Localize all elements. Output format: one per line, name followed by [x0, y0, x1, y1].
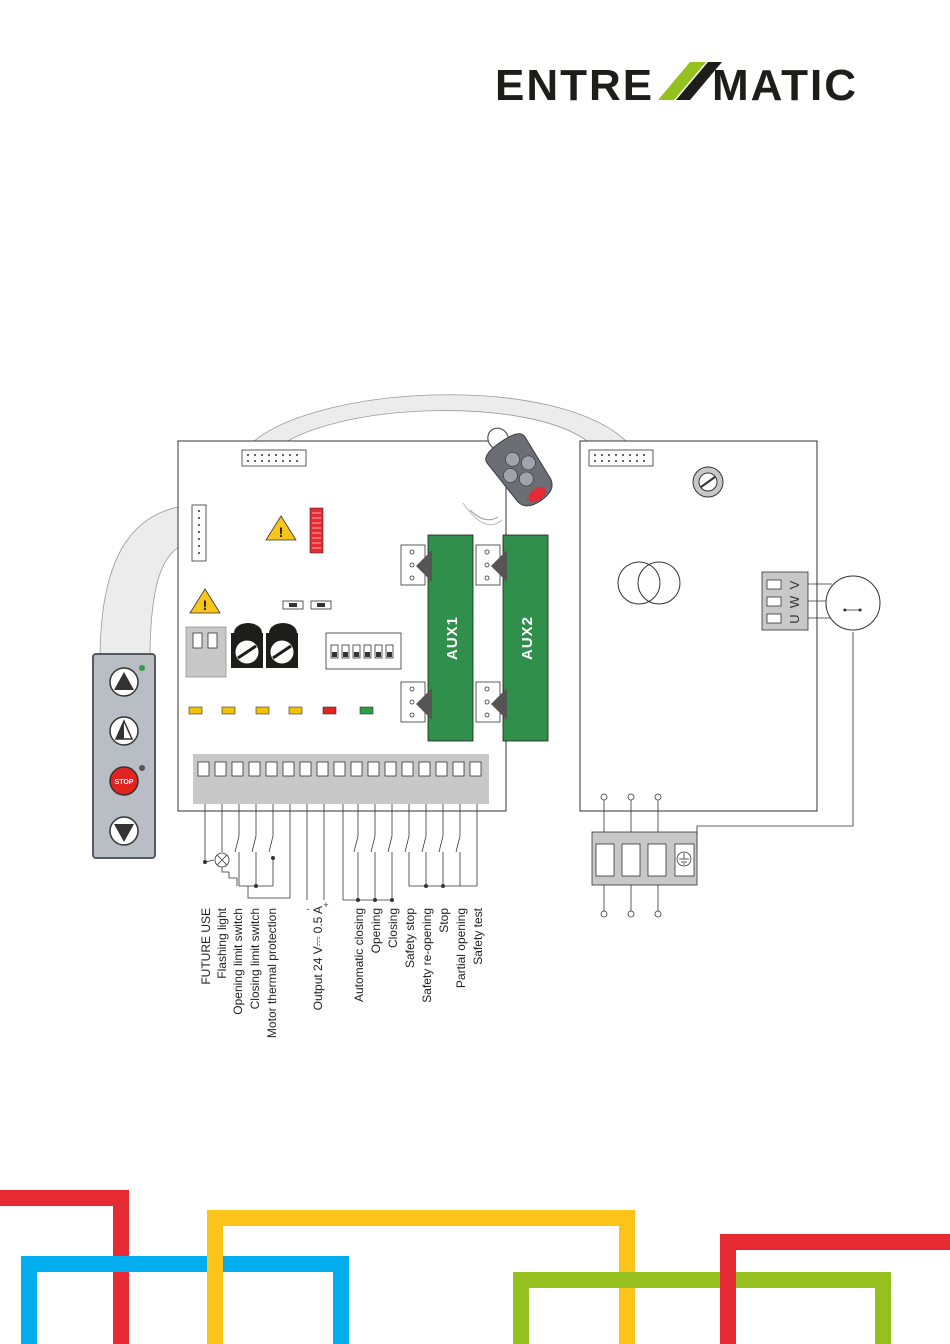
terminal-screw: [317, 762, 328, 776]
keypad-panel: STOP: [93, 654, 155, 858]
terminal-label: Safety re-opening: [420, 908, 434, 1003]
svg-text:!: !: [203, 597, 208, 613]
terminal-v-label: V: [787, 580, 802, 589]
dip-switch: [326, 633, 401, 669]
mains-terminal-block: [592, 794, 697, 917]
terminal-screw: [232, 762, 243, 776]
logo-text-left: ENTRE: [495, 61, 654, 110]
terminal-screw: [351, 762, 362, 776]
terminal-screw: [300, 762, 311, 776]
motor-icon: [826, 576, 880, 630]
terminal-label: Output 24 V⎓ 0.5 A: [311, 906, 325, 1010]
terminal-label: Safety stop: [403, 908, 417, 968]
terminal-screw: [368, 762, 379, 776]
terminal-label: Automatic closing: [352, 908, 366, 1002]
terminal-label: Partial opening: [454, 908, 468, 988]
brand-decoration: [0, 1198, 950, 1344]
adjustment-screw-icon: [693, 467, 723, 497]
logo-text-right: MATIC: [712, 61, 858, 110]
terminal-label: FUTURE USE: [199, 908, 213, 985]
trimmer-potentiometer: [231, 623, 263, 668]
terminal-label: Motor thermal protection: [265, 908, 279, 1038]
motor-terminal-block: V W U: [762, 572, 808, 630]
terminal-screw: [283, 762, 294, 776]
terminal-screw: [198, 762, 209, 776]
terminal-label: Stop: [437, 908, 451, 933]
terminal-screw: [249, 762, 260, 776]
terminal-screw: [419, 762, 430, 776]
terminal-label: Opening: [369, 908, 383, 953]
close-button[interactable]: [110, 817, 138, 845]
output-minus-label: -: [307, 904, 310, 914]
terminal-strip: [193, 754, 489, 804]
terminal-labels: FUTURE USE Flashing light Opening limit …: [199, 906, 485, 1038]
status-led: [360, 707, 373, 714]
terminal-screw: [453, 762, 464, 776]
board-connector-top-right: [589, 450, 653, 466]
status-led: [289, 707, 302, 714]
aux1-label: AUX1: [444, 616, 461, 660]
status-led: [222, 707, 235, 714]
trimmer-potentiometer: [266, 623, 298, 668]
terminal-label: Flashing light: [215, 907, 229, 978]
terminal-screw: [215, 762, 226, 776]
terminal-screw: [334, 762, 345, 776]
terminal-screw: [470, 762, 481, 776]
terminal-label: Closing: [386, 908, 400, 948]
svg-text:!: !: [279, 524, 284, 540]
ground-icon: [677, 852, 691, 866]
terminal-screw: [402, 762, 413, 776]
terminal-label: Safety test: [471, 907, 485, 964]
terminal-u-label: U: [787, 614, 802, 623]
open-button[interactable]: [110, 668, 138, 696]
stop-label: STOP: [115, 779, 134, 786]
status-led: [256, 707, 269, 714]
status-led: [323, 707, 336, 714]
terminal-label: Opening limit switch: [231, 908, 245, 1015]
terminal-w-label: W: [787, 595, 802, 608]
board-connector-top: [242, 450, 306, 466]
aux2-label: AUX2: [519, 616, 536, 660]
terminal-screw: [266, 762, 277, 776]
terminal-screw: [436, 762, 447, 776]
field-wiring: [205, 804, 477, 900]
terminal-screw: [385, 762, 396, 776]
fuse-block: [186, 627, 226, 677]
entrematic-logo: ENTRE MATIC: [495, 61, 858, 110]
board-connector-keypad: [192, 505, 206, 561]
stop-button[interactable]: STOP: [110, 767, 138, 795]
status-led: [189, 707, 202, 714]
partial-open-button[interactable]: [110, 717, 138, 745]
red-connector: [310, 508, 323, 553]
terminal-label: Closing limit switch: [248, 908, 262, 1009]
